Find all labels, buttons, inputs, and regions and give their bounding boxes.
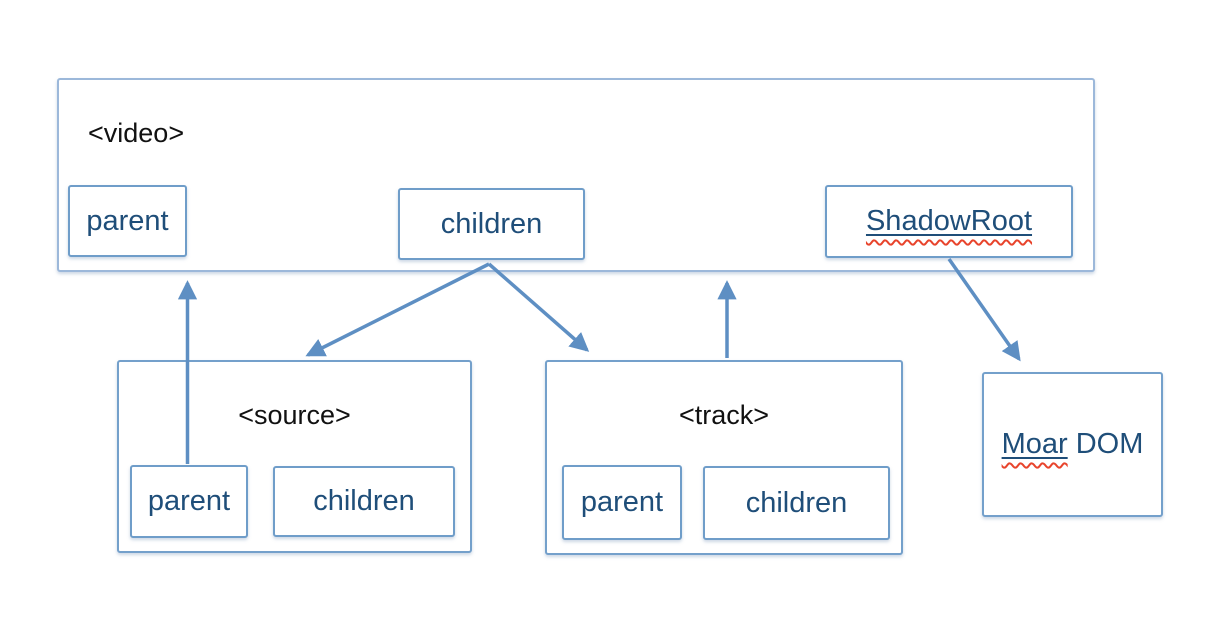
video-parent-box: parent [68,185,187,257]
moar-word: Moar [1001,428,1068,460]
arrow-video-children-to-source [305,262,490,357]
track-children-label: children [745,486,848,519]
video-shadowroot-label: ShadowRoot [865,205,1033,237]
source-parent-box: parent [130,465,248,538]
arrow-video-children-to-track [487,262,590,352]
video-parent-label: parent [86,204,169,237]
source-children-label: children [313,485,415,517]
source-children-box: children [273,466,455,537]
track-parent-label: parent [580,486,664,518]
moar-word-rest: DOM [1067,428,1144,460]
moar-squiggle: Moar [1002,428,1068,460]
source-parent-label: parent [147,485,231,517]
video-shadowroot-box: ShadowRoot [825,185,1073,258]
track-parent-box: parent [562,465,682,540]
video-children-label: children [440,207,543,240]
moar-dom-label: Moar DOM [1002,428,1144,461]
moar-dom-box: Moar DOM [982,372,1163,517]
track-children-box: children [703,466,890,540]
shadowroot-squiggle: ShadowRoot [866,205,1032,238]
arrow-shadowroot-to-moar-dom [947,257,1021,362]
video-children-box: children [398,188,585,260]
